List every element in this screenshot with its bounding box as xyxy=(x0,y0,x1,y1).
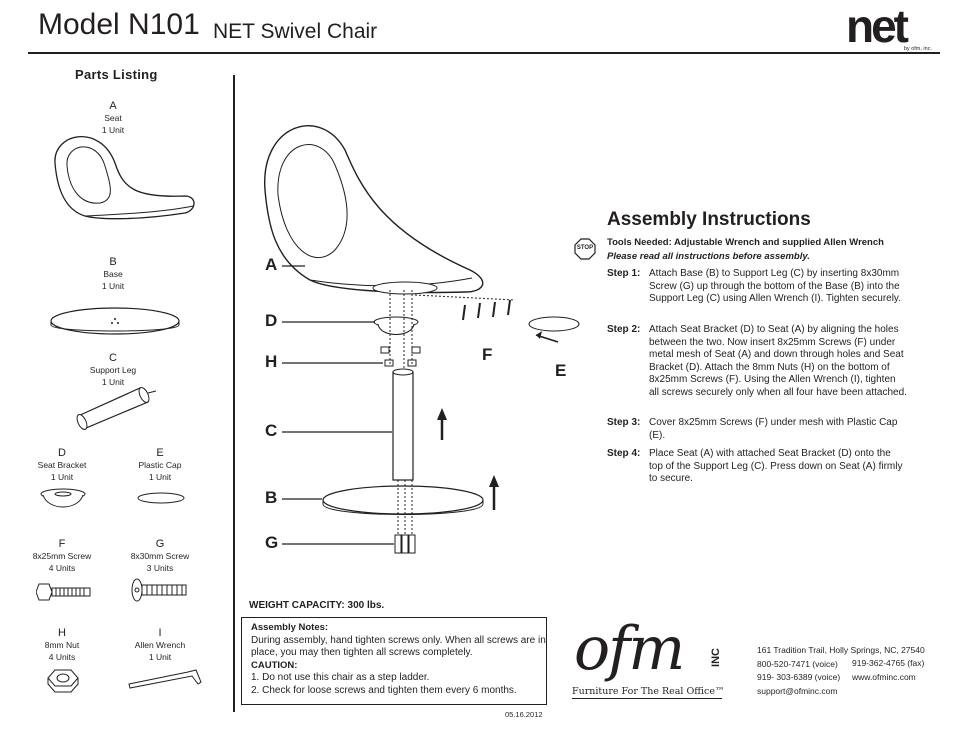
step-text: Place Seat (A) with attached Seat Bracke… xyxy=(649,448,903,484)
caution-item-2: 2. Check for loose screws and tighten th… xyxy=(251,684,517,696)
ofm-tagline: Furniture For The Real Office™ xyxy=(572,686,725,697)
notes-heading: Assembly Notes: xyxy=(251,622,329,633)
plastic-cap-part-image xyxy=(137,492,185,504)
column-divider xyxy=(233,75,235,712)
ofm-logo: ofm INC Furniture For The Real Office™ xyxy=(570,614,730,710)
nut-part-image xyxy=(47,669,79,693)
part-name: Allen Wrench xyxy=(134,640,186,650)
read-instructions-note: Please read all instructions before asse… xyxy=(607,251,810,262)
base-part-image xyxy=(50,307,180,335)
step-4: Step 4: Place Seat (A) with attached Sea… xyxy=(607,448,907,486)
part-qty: 4 Units xyxy=(48,652,76,662)
callout-d: D xyxy=(265,311,278,330)
net-logo-sub: by ofm, inc. xyxy=(903,46,932,52)
part-a: A Seat 1 Unit xyxy=(53,100,173,136)
part-qty: 1 Unit xyxy=(50,472,74,482)
tools-needed: Tools Needed: Adjustable Wrench and supp… xyxy=(607,237,884,248)
step-3: Step 3: Cover 8x25mm Screws (F) under me… xyxy=(607,417,907,442)
footer-phone-1: 800-520-7471 (voice) xyxy=(757,659,838,669)
exploded-assembly-diagram xyxy=(264,125,580,554)
part-qty: 1 Unit xyxy=(148,652,172,662)
part-name: Seat xyxy=(104,113,122,123)
step-1: Step 1: Attach Base (B) to Support Leg (… xyxy=(607,268,907,306)
callout-h: H xyxy=(265,352,278,371)
net-logo-text: net xyxy=(846,0,909,52)
callout-f: F xyxy=(482,345,493,364)
part-letter: G xyxy=(155,538,165,550)
part-qty: 1 Unit xyxy=(101,377,125,387)
step-label: Step 4: xyxy=(607,448,641,459)
stop-sign-label: STOP xyxy=(576,245,594,251)
callout-g: G xyxy=(265,533,279,552)
part-d: D Seat Bracket 1 Unit xyxy=(2,447,122,483)
part-letter: A xyxy=(109,100,117,112)
footer-fax: 919-362-4765 (fax) xyxy=(852,658,925,668)
footer-phone-2: 919- 303-6389 (voice) xyxy=(757,672,841,682)
footer-address: 161 Tradition Trail, Holly Springs, NC, … xyxy=(757,645,925,655)
callout-e: E xyxy=(555,361,567,380)
part-qty: 1 Unit xyxy=(101,125,125,135)
part-qty: 1 Unit xyxy=(101,281,125,291)
support-leg-part-image xyxy=(76,387,157,430)
part-qty: 1 Unit xyxy=(148,472,172,482)
part-letter: D xyxy=(58,447,66,459)
step-label: Step 3: xyxy=(607,417,641,428)
part-h: H 8mm Nut 4 Units xyxy=(2,627,122,663)
seat-part-image xyxy=(54,135,195,220)
page-subtitle: NET Swivel Chair xyxy=(213,20,378,43)
part-b: B Base 1 Unit xyxy=(53,256,173,292)
part-qty: 4 Units xyxy=(48,563,76,573)
part-name: Seat Bracket xyxy=(37,460,87,470)
part-qty: 3 Units xyxy=(146,563,174,573)
assembly-title: Assembly Instructions xyxy=(607,209,811,230)
part-name: 8x30mm Screw xyxy=(130,551,190,561)
part-g: G 8x30mm Screw 3 Units xyxy=(100,538,220,574)
notes-body: During assembly, hand tighten screws onl… xyxy=(251,634,546,659)
part-name: 8mm Nut xyxy=(44,640,80,650)
part-i: I Allen Wrench 1 Unit xyxy=(100,627,220,663)
step-label: Step 2: xyxy=(607,324,641,335)
callout-a: A xyxy=(265,255,278,274)
part-letter: C xyxy=(109,352,117,364)
screw-g-part-image xyxy=(131,578,187,602)
footer-website[interactable]: www.ofminc.com xyxy=(852,672,916,682)
seat-bracket-part-image xyxy=(40,488,86,508)
part-letter: H xyxy=(58,627,66,639)
stop-sign-icon: STOP xyxy=(574,238,596,260)
header-rule xyxy=(28,52,940,54)
callout-c: C xyxy=(265,421,278,440)
step-text: Attach Seat Bracket (D) to Seat (A) by a… xyxy=(649,324,907,398)
caution-heading: CAUTION: xyxy=(251,659,298,671)
step-label: Step 1: xyxy=(607,268,641,279)
weight-capacity: WEIGHT CAPACITY: 300 lbs. xyxy=(249,600,385,611)
step-text: Cover 8x25mm Screws (F) under mesh with … xyxy=(649,417,898,441)
step-text: Attach Base (B) to Support Leg (C) by in… xyxy=(649,268,901,304)
callout-b: B xyxy=(265,488,278,507)
parts-heading: Parts Listing xyxy=(75,67,158,82)
part-name: Plastic Cap xyxy=(138,460,182,470)
part-name: Support Leg xyxy=(89,365,137,375)
part-letter: B xyxy=(109,256,117,268)
footer-email[interactable]: support@ofminc.com xyxy=(757,686,838,696)
assembly-notes-box: Assembly Notes: During assembly, hand ti… xyxy=(241,617,547,705)
part-f: F 8x25mm Screw 4 Units xyxy=(2,538,122,574)
document-date: 05.16.2012 xyxy=(505,710,543,719)
net-logo: net by ofm, inc. xyxy=(846,0,938,52)
part-name: 8x25mm Screw xyxy=(32,551,92,561)
part-letter: I xyxy=(158,627,162,639)
ofm-logo-inc: INC xyxy=(710,648,722,667)
allen-wrench-part-image xyxy=(128,669,202,689)
ofm-tagline-underline xyxy=(572,698,722,699)
part-name: Base xyxy=(103,269,123,279)
screw-f-part-image xyxy=(36,583,91,601)
part-e: E Plastic Cap 1 Unit xyxy=(100,447,220,483)
ofm-logo-text: ofm xyxy=(574,614,685,684)
part-letter: E xyxy=(156,447,164,459)
step-2: Step 2: Attach Seat Bracket (D) to Seat … xyxy=(607,324,907,399)
caution-item-1: 1. Do not use this chair as a step ladde… xyxy=(251,672,430,683)
page-title: Model N101 xyxy=(38,8,200,41)
part-letter: F xyxy=(58,538,66,550)
part-c: C Support Leg 1 Unit xyxy=(53,352,173,388)
